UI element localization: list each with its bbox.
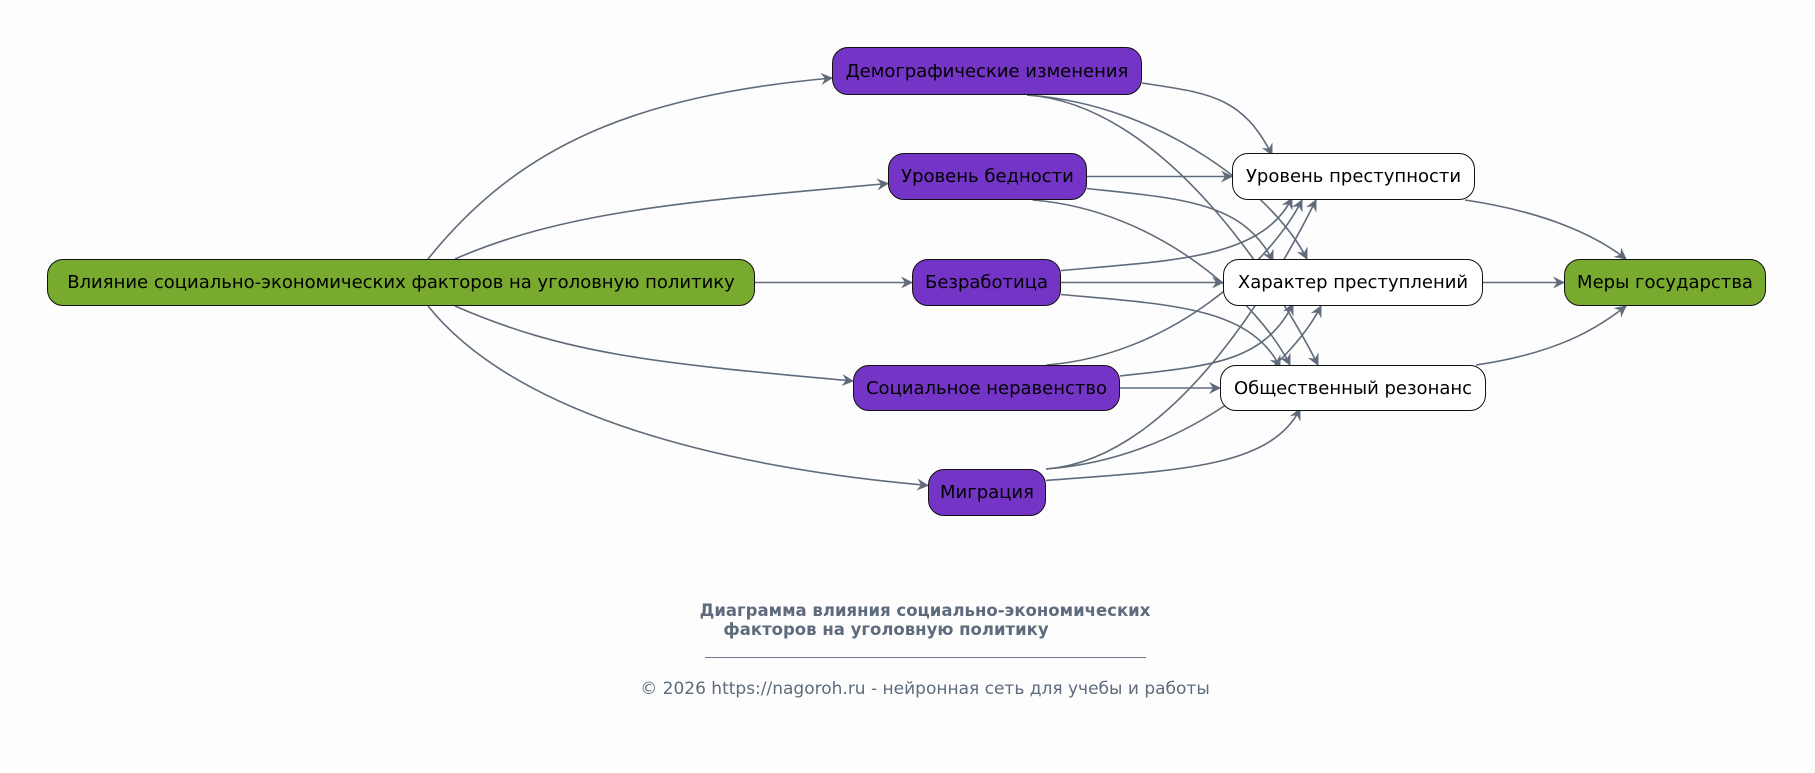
node-factor-unemployment[interactable]: Безработица [912, 259, 1061, 306]
diagram-title-line1: Диаграмма влияния социально-экономически… [699, 601, 1151, 620]
node-root[interactable]: Влияние социально-экономических факторов… [47, 259, 755, 306]
copyright-text: © 2026 https://nagoroh.ru - нейронная се… [640, 679, 1210, 699]
edge-factor0-to-outcome0 [1141, 82, 1273, 156]
diagram-title-line2: факторов на уголовную политику [723, 620, 1049, 639]
node-factor-poverty[interactable]: Уровень бедности [888, 153, 1087, 200]
node-result-state-measures[interactable]: Меры государства [1564, 259, 1766, 306]
edge-factor1-to-outcome1 [1086, 187, 1274, 262]
edge-outcome0-to-result [1464, 199, 1627, 260]
edge-factor0-to-outcome1 [1026, 94, 1308, 260]
node-outcome-crime-rate[interactable]: Уровень преступности [1232, 153, 1475, 200]
node-factor-demographics[interactable]: Демографические изменения [832, 47, 1142, 95]
node-outcome-public-resonance[interactable]: Общественный резонанс [1220, 365, 1486, 411]
diagram-title: Диаграмма влияния социально-экономически… [0, 601, 1815, 639]
edge-factor3-to-outcome0 [1046, 199, 1303, 366]
edge-root-to-factor3 [454, 305, 854, 386]
node-factor-migration[interactable]: Миграция [928, 469, 1046, 516]
caption-divider [705, 657, 1146, 658]
edge-root-to-factor1 [454, 178, 889, 260]
edge-factor4-to-outcome0 [1045, 199, 1317, 470]
edge-root-to-factor4 [427, 305, 929, 491]
edge-factor2-to-outcome0 [1060, 197, 1293, 272]
edge-factor1-to-outcome2 [1032, 199, 1291, 366]
edge-root-to-factor0 [427, 73, 833, 260]
edge-factor2-to-outcome2 [1060, 293, 1281, 368]
node-outcome-crime-nature[interactable]: Характер преступлений [1223, 259, 1483, 306]
edge-factor0-to-outcome2 [1026, 94, 1319, 366]
edge-outcome2-to-result [1475, 305, 1627, 366]
edge-factor3-to-outcome1 [1119, 303, 1294, 377]
node-factor-inequality[interactable]: Социальное неравенство [853, 365, 1120, 411]
edge-factor4-to-outcome2 [1045, 408, 1301, 482]
